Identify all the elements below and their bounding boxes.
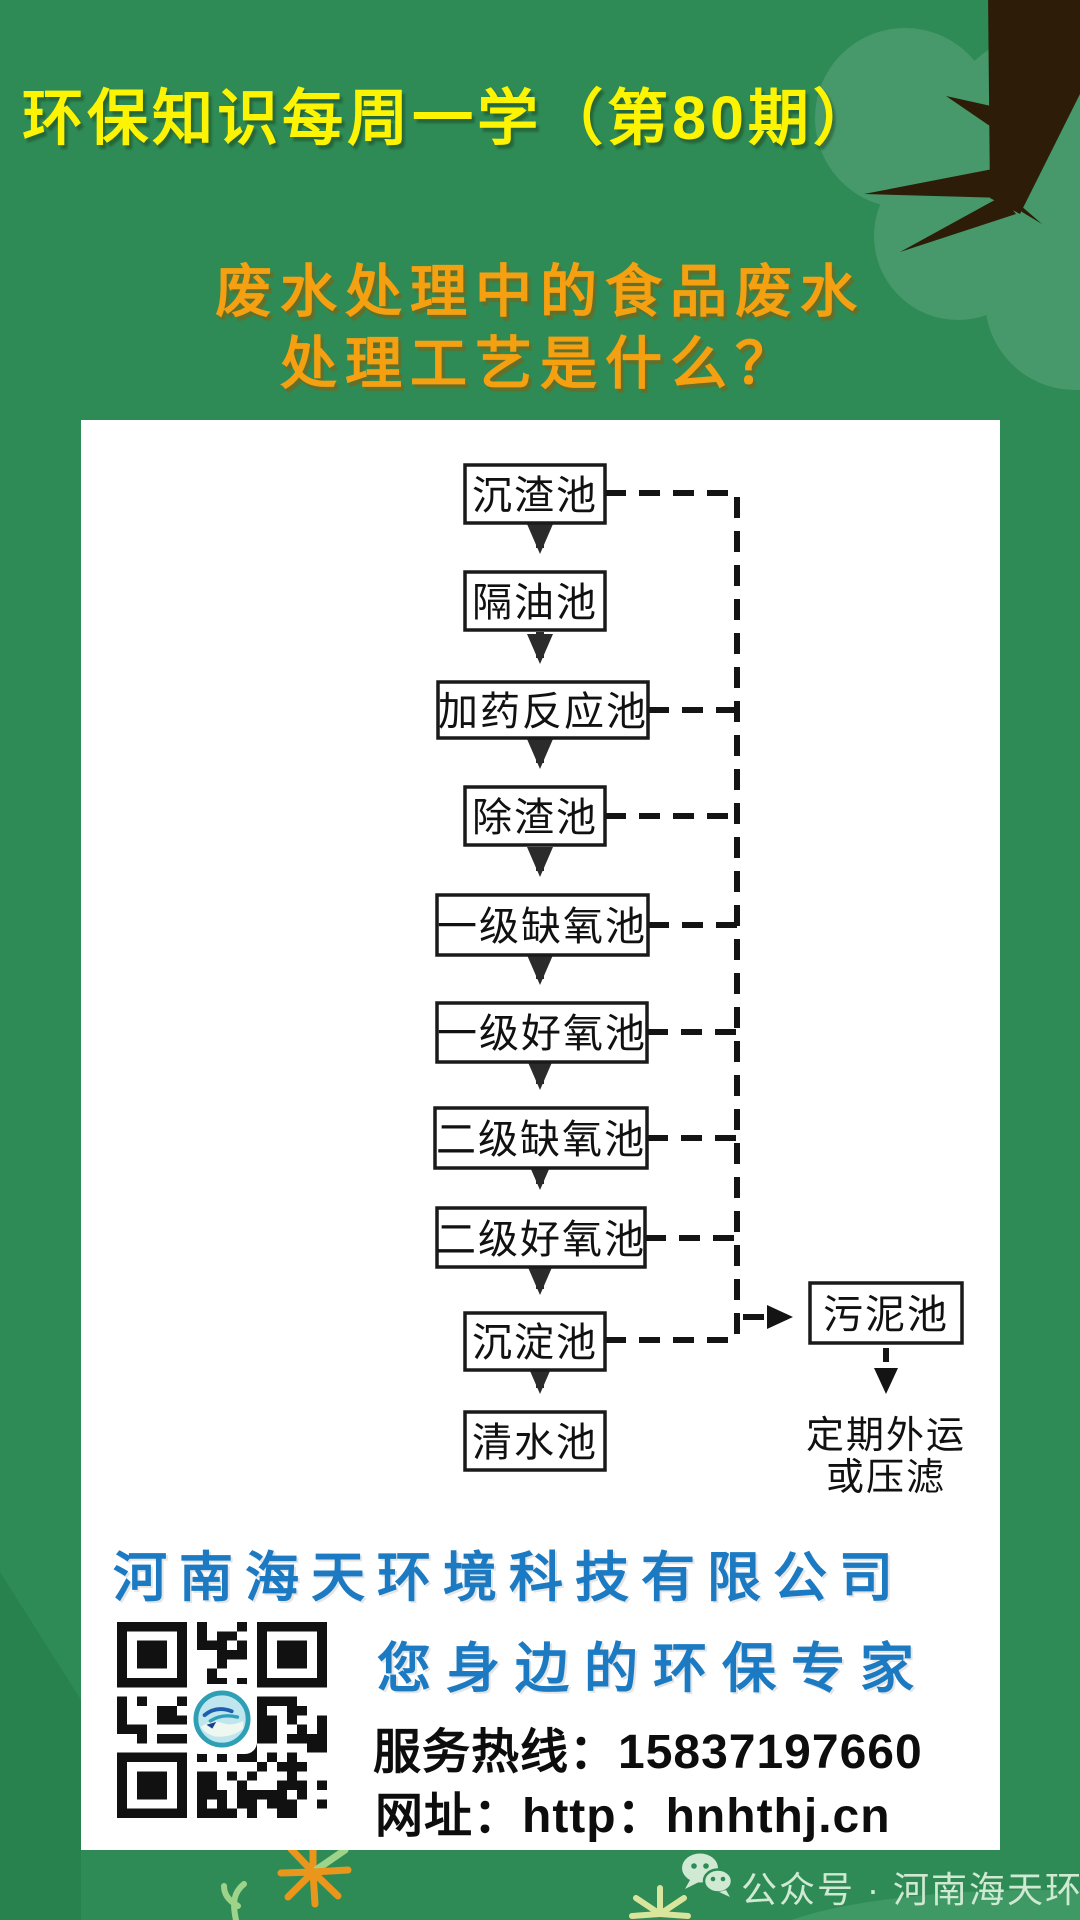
subtitle-line-1: 废水处理中的食品废水 bbox=[215, 260, 865, 324]
page-title: 环保知识每周一学（第80期） bbox=[22, 84, 878, 152]
box-label: 一级缺氧池 bbox=[437, 905, 647, 949]
process-boxes bbox=[433, 463, 964, 1472]
hill-shade-left bbox=[0, 1572, 81, 1920]
side-note-line-1: 定期外运 bbox=[806, 1415, 966, 1457]
qr-code bbox=[117, 1622, 327, 1818]
official-account-label: 公众号 · 河南海天环境 bbox=[741, 1869, 1080, 1910]
website-url: 网址：http：hnhthj.cn bbox=[375, 1790, 891, 1843]
subtitle-line-2: 处理工艺是什么？ bbox=[280, 332, 800, 396]
sprout-icon bbox=[221, 1881, 247, 1920]
process-box-labels: 沉渣池 隔油池 加药反应池 除渣池 一级缺氧池 一级好氧池 二级缺氧池 二级好氧… bbox=[436, 474, 966, 1499]
side-note-line-2: 或压滤 bbox=[826, 1457, 946, 1499]
flowchart: 沉渣池 隔油池 加药反应池 除渣池 一级缺氧池 一级好氧池 二级缺氧池 二级好氧… bbox=[433, 463, 966, 1499]
qr-center-logo bbox=[187, 1684, 257, 1754]
box-label: 沉渣池 bbox=[472, 474, 598, 518]
box-label: 二级好氧池 bbox=[436, 1218, 646, 1262]
sparkle-icon bbox=[277, 1838, 352, 1908]
box-label: 清水池 bbox=[472, 1421, 598, 1465]
box-label: 隔油池 bbox=[472, 581, 598, 625]
sludge-box-label: 污泥池 bbox=[823, 1293, 949, 1337]
wechat-official-account-icon bbox=[682, 1853, 734, 1897]
box-label: 二级缺氧池 bbox=[436, 1118, 646, 1162]
company-slogan: 您身边的环保专家 bbox=[377, 1639, 929, 1699]
company-name: 河南海天环境科技有限公司 bbox=[113, 1548, 905, 1608]
box-label: 沉淀池 bbox=[472, 1321, 598, 1365]
service-hotline: 服务热线：15837197660 bbox=[373, 1726, 923, 1779]
content-panel: 沉渣池 隔油池 加药反应池 除渣池 一级缺氧池 一级好氧池 二级缺氧池 二级好氧… bbox=[81, 420, 1000, 1850]
box-label: 一级好氧池 bbox=[437, 1012, 647, 1056]
company-logo-icon bbox=[193, 1690, 251, 1748]
box-label: 除渣池 bbox=[472, 796, 598, 840]
sparkle-small-icon bbox=[629, 1885, 691, 1919]
sludge-return-dashed-lines bbox=[605, 490, 898, 1394]
box-label: 加药反应池 bbox=[438, 690, 648, 734]
